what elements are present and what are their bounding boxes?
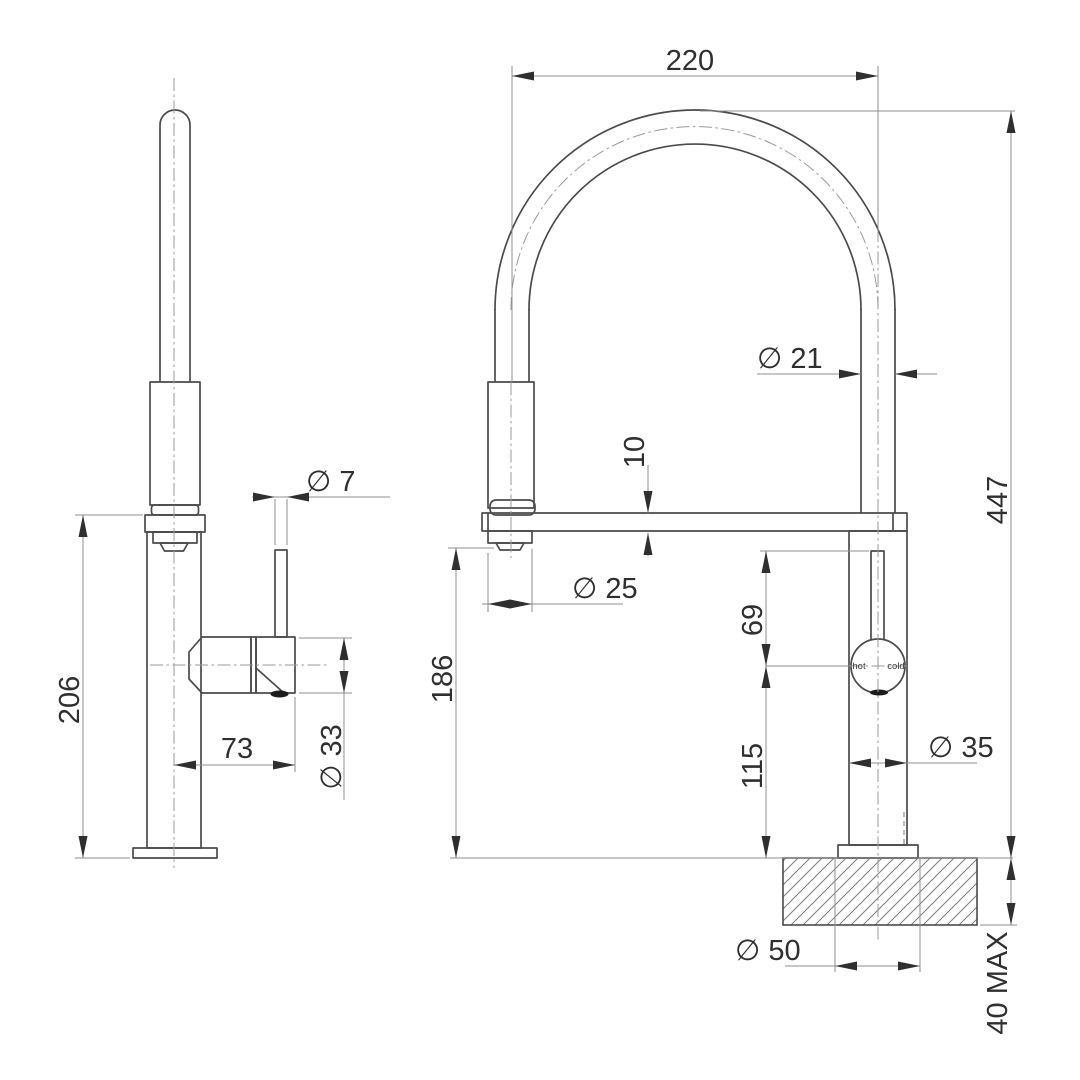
dim-label-206: 206 xyxy=(54,676,86,724)
bench-section xyxy=(782,857,978,926)
extension-lines xyxy=(487,549,533,612)
hose-left-leg xyxy=(494,309,530,382)
arrowheads xyxy=(339,638,349,693)
dim-spout-width-220: 220 xyxy=(511,45,879,382)
dim-dial-to-arm-69: 69 xyxy=(737,550,869,667)
collar-band xyxy=(150,504,200,516)
dim-label-220: 220 xyxy=(666,45,714,77)
dim-label-d35: ∅ 35 xyxy=(928,732,994,764)
centerline-gooseneck-arc xyxy=(510,126,879,311)
dim-label-d33: ∅ 33 xyxy=(316,724,348,790)
side-view xyxy=(132,78,330,868)
dim-handle-reach-73: 73 xyxy=(174,697,296,772)
base-plate-side xyxy=(132,847,218,859)
holder-arm-bar xyxy=(481,512,908,532)
arrowheads xyxy=(253,492,309,502)
dim-label-186: 186 xyxy=(427,655,459,703)
spray-aerator-tip xyxy=(495,542,525,551)
extension-lines xyxy=(834,858,921,972)
hose-right-leg xyxy=(860,309,896,513)
extension-lines xyxy=(299,637,352,694)
front-view: hot cold xyxy=(450,109,1013,940)
spout-tube xyxy=(159,109,191,382)
dim-label-40max: 40 MAX xyxy=(982,931,1014,1034)
lever-rod xyxy=(274,549,288,638)
dim-spray-diameter-25: ∅ 25 xyxy=(482,549,638,612)
extension-lines xyxy=(511,66,879,382)
spray-holder-cap xyxy=(489,499,536,516)
dial-indicator xyxy=(870,689,888,696)
outlet-ring-side xyxy=(152,531,198,544)
extension-lines xyxy=(274,499,288,545)
dim-body-diameter-35: ∅ 35 xyxy=(849,732,994,768)
aerator-tip-side xyxy=(159,542,189,552)
dim-label-d7: ∅ 7 xyxy=(306,466,355,498)
gooseneck-outer xyxy=(494,109,896,311)
spout-collar xyxy=(149,381,201,506)
dim-base-diameter-50: ∅ 50 xyxy=(735,858,921,972)
dim-label-69: 69 xyxy=(737,604,769,636)
dim-hose-diameter-21: ∅ 21 xyxy=(757,343,937,379)
dim-arm-thickness-10: 10 xyxy=(619,436,653,556)
handle-face-line xyxy=(255,667,285,694)
dim-lever-diameter-7: ∅ 7 xyxy=(252,466,390,545)
arrowheads xyxy=(849,758,907,768)
arrowheads xyxy=(761,666,771,858)
dim-label-d50: ∅ 50 xyxy=(735,935,801,967)
arrowheads xyxy=(488,599,532,609)
arrowheads xyxy=(1006,858,1016,925)
dim-dial-to-bench-115: 115 xyxy=(737,666,771,858)
arrowheads xyxy=(643,491,653,555)
spray-outlet xyxy=(487,530,533,544)
dim-side-height-206: 206 xyxy=(54,514,143,859)
dim-label-10: 10 xyxy=(619,436,651,468)
dim-outlet-clearance-186: 186 xyxy=(427,547,494,858)
dim-label-d25: ∅ 25 xyxy=(572,573,638,605)
arrowheads xyxy=(839,369,917,379)
extension-lines xyxy=(75,514,143,859)
dim-label-73: 73 xyxy=(221,733,253,765)
handle-outlet-dot xyxy=(270,690,289,698)
dim-label-447: 447 xyxy=(982,476,1014,524)
dim-label-d21: ∅ 21 xyxy=(757,343,823,375)
holder-arm-end xyxy=(144,514,206,533)
dial-cold-label: cold xyxy=(887,661,904,672)
dim-handle-diameter-33: ∅ 33 xyxy=(299,637,352,800)
arrowheads xyxy=(835,961,920,971)
dim-bench-thickness-40max: 40 MAX xyxy=(980,858,1017,1035)
dial-hot-label: hot xyxy=(852,661,866,672)
gooseneck-inner xyxy=(528,143,862,311)
dim-label-115: 115 xyxy=(737,743,769,789)
dim-overall-height-447: 447 xyxy=(700,110,1016,858)
